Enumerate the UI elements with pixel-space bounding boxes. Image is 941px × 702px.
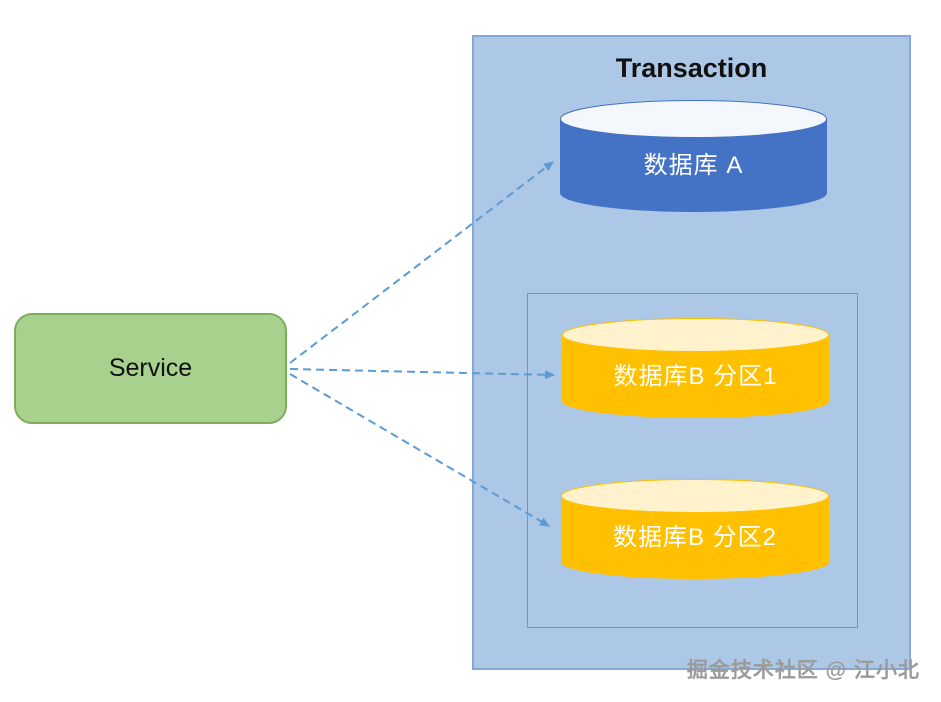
transaction-title: Transaction [615, 53, 768, 83]
database-a-body [560, 119, 827, 212]
watermark: 掘金技术社区 @ 江小北 [686, 659, 920, 682]
database-b-partition-1: 数据库B 分区1 [562, 318, 829, 418]
database-b2-top [561, 479, 829, 513]
service-node: Service [14, 313, 287, 424]
database-a-top [560, 100, 827, 138]
database-b1-top [562, 318, 829, 352]
database-b-partition-2: 数据库B 分区2 [561, 479, 829, 579]
database-b1-label: 数据库B 分区1 [613, 362, 778, 390]
database-a: 数据库 A [560, 100, 827, 212]
database-b2-label: 数据库B 分区2 [612, 523, 778, 551]
service-label: Service [108, 354, 193, 382]
database-b1-body [562, 335, 829, 418]
database-b2-body [561, 496, 829, 579]
database-a-label: 数据库 A [643, 151, 744, 179]
